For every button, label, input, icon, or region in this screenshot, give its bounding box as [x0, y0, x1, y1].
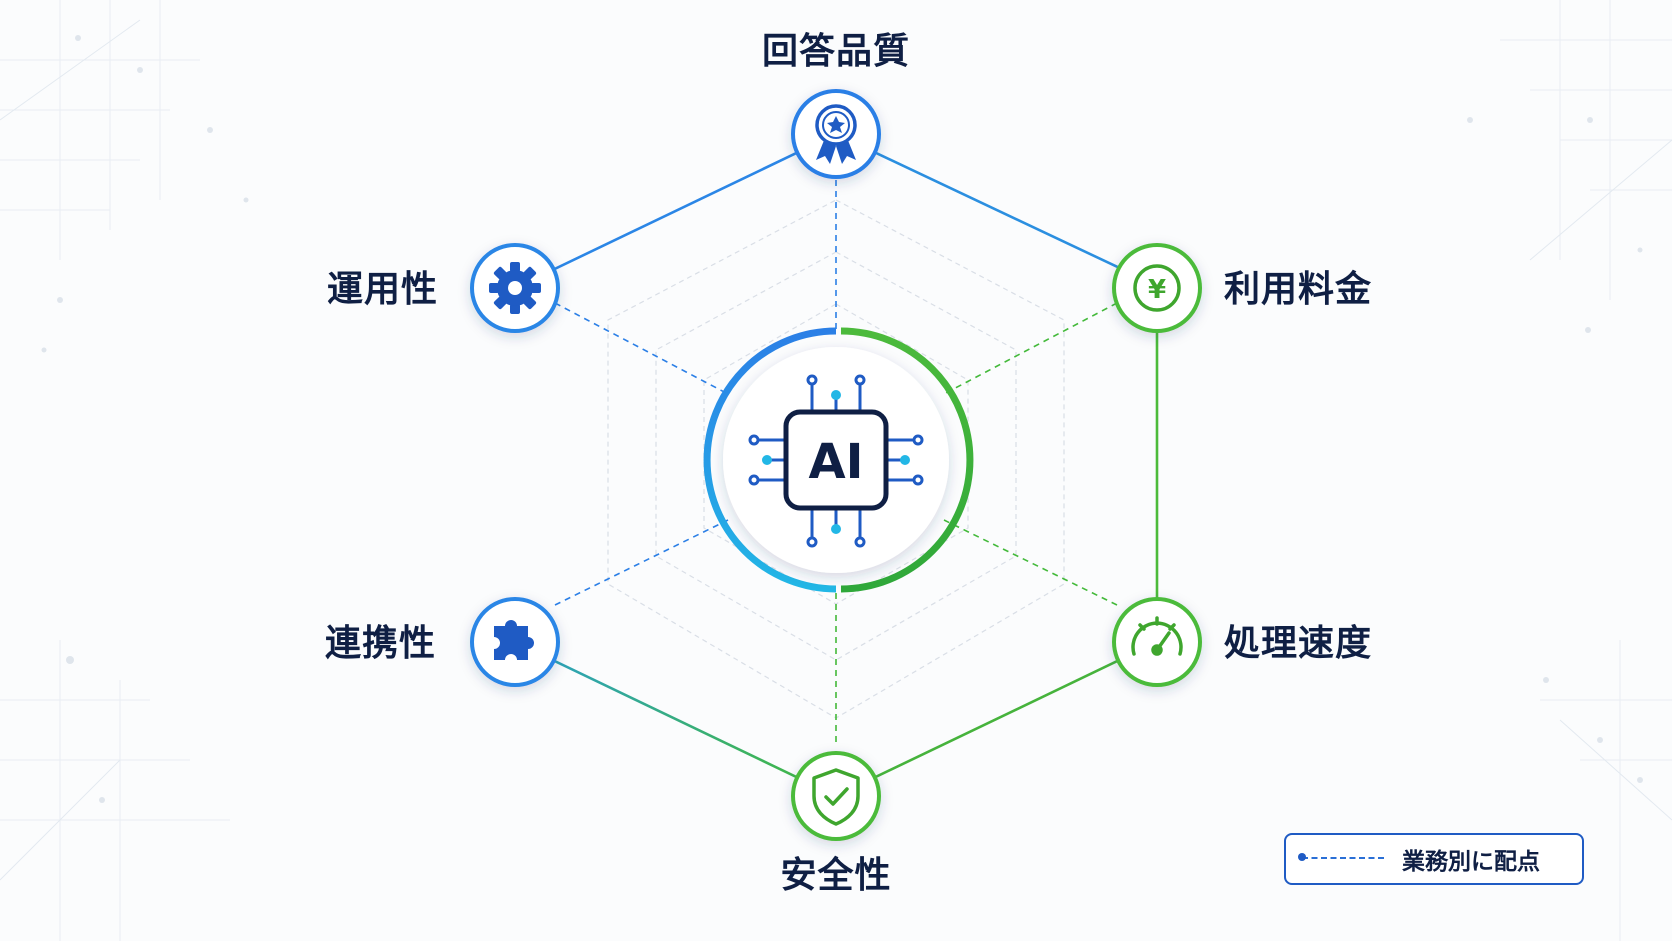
chip-body	[783, 409, 889, 511]
label-operability: 運用性	[326, 269, 438, 310]
label-safety: 安全性	[780, 855, 892, 896]
node-cost[interactable]: ¥	[1112, 243, 1202, 333]
svg-text:¥: ¥	[1148, 275, 1166, 305]
legend: 業務別に配点	[1284, 833, 1584, 885]
gear-icon	[489, 262, 541, 314]
label-integration: 連携性	[324, 623, 436, 664]
speedometer-icon	[1131, 616, 1183, 656]
radar-outline	[513, 132, 1164, 798]
node-operability[interactable]	[470, 243, 560, 333]
radar-spokes	[554, 180, 1118, 742]
chip-dots	[762, 390, 910, 534]
ai-ring-blue	[703, 327, 837, 593]
spoke-cost	[943, 302, 1118, 395]
shield-check-icon	[812, 768, 860, 826]
legend-text: 業務別に配点	[1402, 849, 1540, 875]
ai-core-text: AI	[808, 434, 863, 490]
node-quality[interactable]	[791, 89, 881, 179]
spoke-speed	[943, 519, 1118, 606]
award-ribbon-icon	[815, 104, 857, 164]
node-safety[interactable]	[791, 751, 881, 841]
background-dots	[41, 35, 1643, 803]
yen-coin-icon: ¥	[1133, 264, 1181, 312]
chip-icon	[748, 374, 924, 548]
node-speed[interactable]	[1112, 597, 1202, 687]
legend-dot	[1298, 853, 1306, 861]
ai-ring-green	[840, 327, 974, 593]
spoke-integration	[554, 519, 729, 606]
label-quality: 回答品質	[761, 31, 911, 72]
legend-dashed-line-icon	[1298, 853, 1384, 861]
puzzle-piece-icon	[494, 620, 534, 660]
spoke-operability	[554, 302, 729, 395]
ai-core: AI	[703, 327, 974, 593]
label-speed: 処理速度	[1224, 623, 1373, 664]
node-integration[interactable]	[470, 597, 560, 687]
label-cost: 利用料金	[1224, 269, 1373, 310]
